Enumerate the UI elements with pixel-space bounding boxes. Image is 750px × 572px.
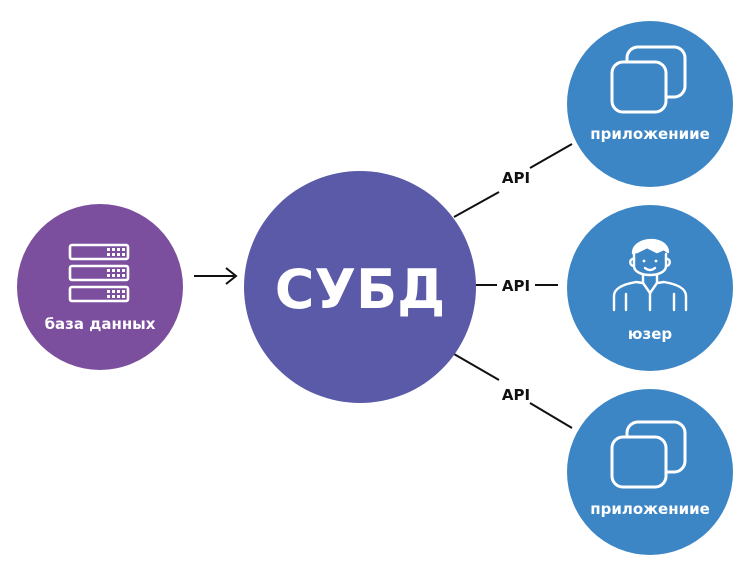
database-node: база данных <box>17 204 183 370</box>
client-circle-user <box>567 205 733 371</box>
server-icon <box>68 243 130 303</box>
client-node-user: юзер <box>567 205 733 371</box>
api-connector-middle: API <box>474 277 558 295</box>
client-node-app-top: приложениие <box>567 21 733 187</box>
database-label: база данных <box>45 315 156 333</box>
db-to-dbms-arrow <box>194 267 238 285</box>
api-label-top: API <box>502 169 530 187</box>
dbms-label: СУБД <box>275 258 446 321</box>
user-icon <box>612 238 688 312</box>
app-windows-icon <box>610 45 687 114</box>
api-label-middle: API <box>502 277 530 295</box>
app-windows-icon <box>610 420 687 489</box>
api-connector-bottom: API <box>453 353 573 429</box>
dbms-circle <box>244 171 476 403</box>
client-label-user: юзер <box>628 325 672 343</box>
client-label-app-bottom: приложениие <box>590 500 710 518</box>
client-label-app-top: приложениие <box>590 125 710 143</box>
api-label-bottom: API <box>502 386 530 404</box>
api-connector-top: API <box>453 143 573 218</box>
dbms-node: СУБД <box>244 171 476 403</box>
client-node-app-bottom: приложениие <box>567 389 733 555</box>
